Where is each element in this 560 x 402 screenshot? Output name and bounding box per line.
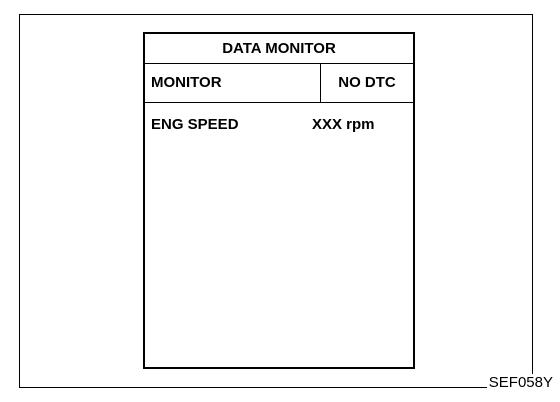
data-monitor-screen: DATA MONITOR MONITOR NO DTC ENG SPEED XX… [143,32,415,369]
header-divider [320,64,321,102]
dtc-status-label: NO DTC [338,74,396,91]
monitor-header-label: MONITOR [151,74,222,91]
data-row-eng-speed: ENG SPEED XXX rpm [145,114,413,136]
monitor-header-row: MONITOR NO DTC [145,64,413,103]
data-item-value: XXX rpm [312,116,375,133]
data-item-label: ENG SPEED [151,116,239,133]
figure-code: SEF058Y [486,374,553,392]
screen-title: DATA MONITOR [145,34,413,64]
figure-frame [19,14,533,388]
